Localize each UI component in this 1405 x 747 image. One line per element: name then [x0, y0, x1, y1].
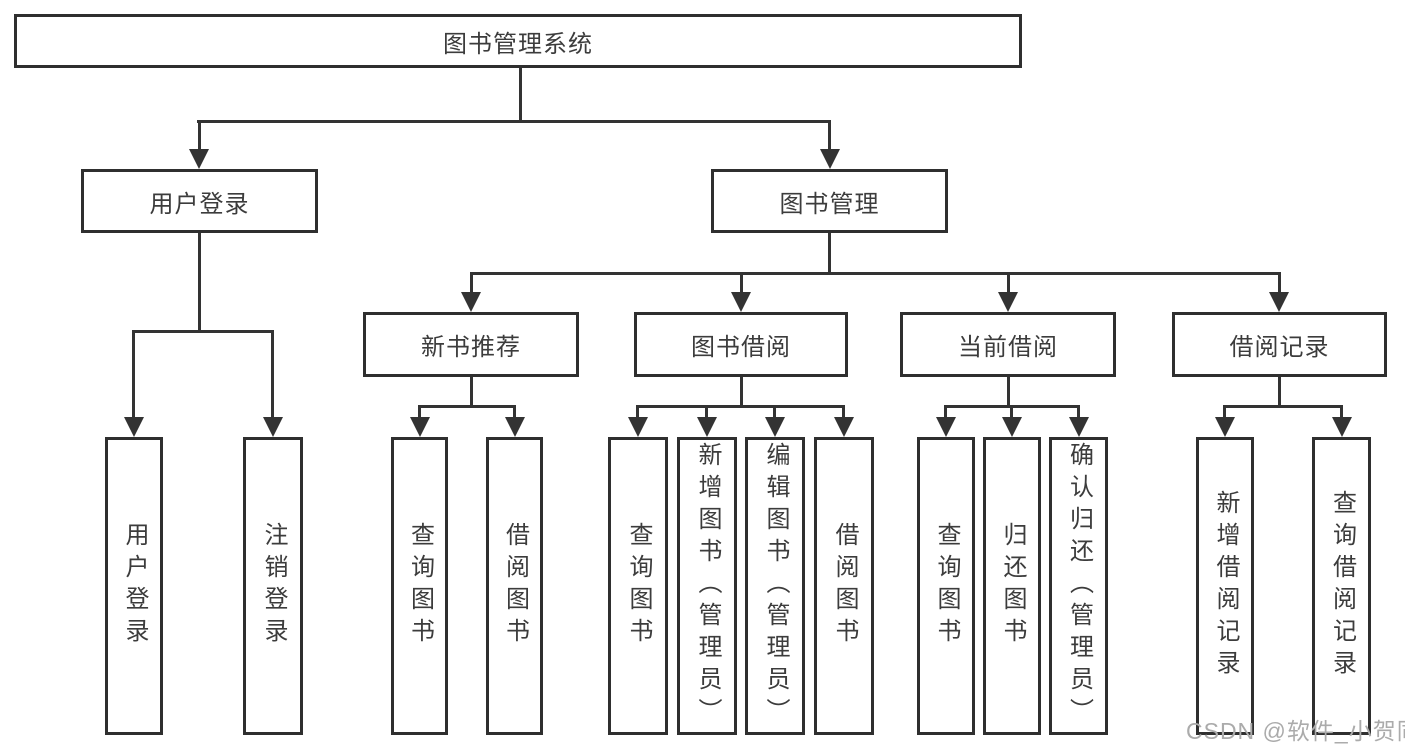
arrowhead-leaf-icon: [1069, 417, 1089, 437]
connector-leaf-stem: [1010, 405, 1013, 420]
node-book-borrowing: 图书借阅: [634, 312, 848, 377]
connector-borrow-records-stem: [1278, 272, 1281, 294]
arrowhead-new-books-icon: [461, 292, 481, 312]
leaf-borrow-books-1-label: 借阅图书: [501, 522, 529, 650]
leaf-add-books-admin-label: 新增图书（管理员）: [694, 442, 721, 730]
connector-leaf-stem: [773, 405, 776, 420]
leaf-query-books-1-label: 查询图书: [406, 522, 434, 650]
leaf-add-borrow-record-label: 新增借阅记录: [1212, 490, 1239, 682]
leaf-edit-books-admin: 编辑图书（管理员）: [745, 437, 805, 735]
connector-book-mgmt-stem: [828, 120, 831, 151]
arrowhead-leaf-icon: [1332, 417, 1352, 437]
connector-leaf-stem: [842, 405, 845, 420]
connector-level2-bar: [197, 120, 831, 123]
node-user-login-label: 用户登录: [149, 190, 250, 218]
connector-new-books-split-bar: [418, 405, 516, 408]
arrowhead-leaf-icon: [834, 417, 854, 437]
arrowhead-current-borrow-icon: [998, 292, 1018, 312]
connector-leaf-stem: [1340, 405, 1343, 420]
leaf-query-borrow-record-label: 查询借阅记录: [1328, 490, 1356, 682]
node-current-borrowing-label: 当前借阅: [958, 334, 1058, 361]
node-current-borrowing: 当前借阅: [900, 312, 1116, 377]
connector-book-borrow-split-bar: [636, 405, 845, 408]
arrowhead-leaf-icon: [505, 417, 525, 437]
connector-borrow-records-split-bar: [1223, 405, 1342, 408]
leaf-add-books-admin: 新增图书（管理员）: [677, 437, 737, 735]
arrowhead-user-login-icon: [189, 149, 209, 169]
node-borrow-records: 借阅记录: [1172, 312, 1387, 377]
connector-leaf-stem: [418, 405, 421, 420]
connector-root-stem: [519, 68, 522, 123]
leaf-query-books-2-label: 查询图书: [625, 522, 652, 650]
node-book-management: 图书管理: [711, 169, 948, 233]
leaf-query-books-2: 查询图书: [608, 437, 668, 735]
connector-user-login-down: [198, 233, 201, 333]
connector-level3-bar: [470, 272, 1280, 275]
arrowhead-logout-leaf-icon: [263, 417, 283, 437]
leaf-query-books-1: 查询图书: [391, 437, 448, 735]
connector-leaf-stem: [636, 405, 639, 420]
connector-user-login-split-bar: [132, 330, 274, 333]
arrowhead-leaf-icon: [410, 417, 430, 437]
connector-login-leaf-stem: [132, 330, 135, 420]
connector-current-borrow-down: [1007, 377, 1010, 408]
node-new-book-recommend-label: 新书推荐: [421, 334, 521, 361]
node-library-system-label: 图书管理系统: [443, 30, 593, 58]
leaf-return-books-label: 归还图书: [999, 522, 1026, 650]
arrowhead-leaf-icon: [1215, 417, 1235, 437]
leaf-add-borrow-record: 新增借阅记录: [1196, 437, 1254, 735]
connector-leaf-stem: [1077, 405, 1080, 420]
leaf-confirm-return-admin: 确认归还（管理员）: [1049, 437, 1108, 735]
node-book-borrowing-label: 图书借阅: [691, 334, 791, 361]
leaf-borrow-books-1: 借阅图书: [486, 437, 543, 735]
node-book-management-label: 图书管理: [779, 190, 880, 218]
arrowhead-leaf-icon: [628, 417, 648, 437]
connector-book-mgmt-down: [828, 233, 831, 275]
connector-leaf-stem: [705, 405, 708, 420]
node-new-book-recommend: 新书推荐: [363, 312, 579, 377]
leaf-borrow-books-2: 借阅图书: [814, 437, 874, 735]
arrowhead-book-mgmt-icon: [820, 149, 840, 169]
leaf-user-login: 用户登录: [105, 437, 163, 735]
connector-current-borrow-stem: [1007, 272, 1010, 294]
leaf-confirm-return-admin-label: 确认归还（管理员）: [1065, 442, 1093, 730]
connector-new-books-down: [470, 377, 473, 408]
node-user-login: 用户登录: [81, 169, 318, 233]
connector-borrow-records-down: [1278, 377, 1281, 408]
connector-user-login-stem: [198, 120, 201, 151]
connector-new-books-stem: [470, 272, 473, 294]
node-borrow-records-label: 借阅记录: [1229, 334, 1330, 361]
connector-book-borrow-down: [740, 377, 743, 408]
connector-leaf-stem: [944, 405, 947, 420]
leaf-query-books-3: 查询图书: [917, 437, 975, 735]
leaf-edit-books-admin-label: 编辑图书（管理员）: [762, 442, 789, 730]
arrowhead-borrow-records-icon: [1269, 292, 1289, 312]
connector-book-borrow-stem: [740, 272, 743, 294]
arrowhead-leaf-icon: [765, 417, 785, 437]
leaf-query-books-3-label: 查询图书: [933, 522, 960, 650]
arrowhead-leaf-icon: [936, 417, 956, 437]
arrowhead-leaf-icon: [697, 417, 717, 437]
leaf-return-books: 归还图书: [983, 437, 1041, 735]
leaf-logout-label: 注销登录: [260, 522, 287, 650]
connector-logout-leaf-stem: [271, 330, 274, 420]
csdn-watermark: CSDN @软件_小贺同学: [1186, 718, 1405, 744]
arrowhead-login-leaf-icon: [124, 417, 144, 437]
node-library-system: 图书管理系统: [14, 14, 1022, 68]
arrowhead-book-borrow-icon: [731, 292, 751, 312]
leaf-borrow-books-2-label: 借阅图书: [831, 522, 858, 650]
leaf-logout: 注销登录: [243, 437, 303, 735]
arrowhead-leaf-icon: [1002, 417, 1022, 437]
connector-leaf-stem: [1223, 405, 1226, 420]
leaf-user-login-label: 用户登录: [121, 522, 148, 650]
leaf-query-borrow-record: 查询借阅记录: [1312, 437, 1371, 735]
connector-leaf-stem: [513, 405, 516, 420]
